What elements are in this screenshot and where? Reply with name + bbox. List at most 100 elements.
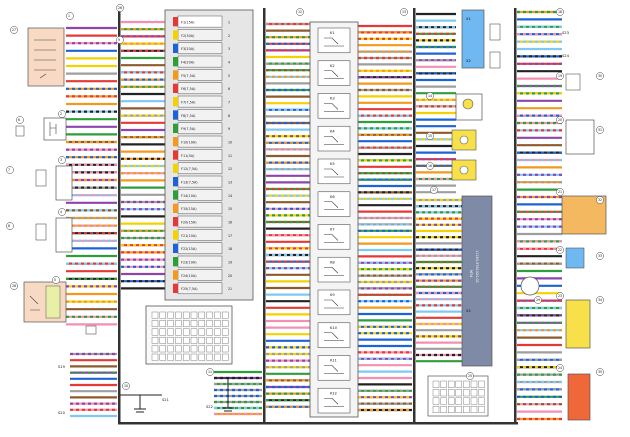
circled-number-ring [556,72,564,80]
circled-number-text: 26 [118,6,122,10]
right-components: X1 X2 M74 11183-3761020-02 X2 [427,9,607,421]
bus-bar-bottom [118,422,518,425]
fuse-slot [167,345,174,353]
relay: K4 [317,125,351,152]
small-connector-left-2 [35,169,47,187]
relay-contact [324,332,344,342]
fuse-color-tab [173,163,178,173]
circled-number-ring [10,282,18,290]
relay-column-body [309,21,359,418]
connector-pin [432,397,440,405]
fuse-label: F8(7,5A) [181,114,196,118]
relay: K1 [317,27,351,54]
fuse-color-tab [173,257,178,267]
component-far-right-1 [565,73,581,91]
fuse-label: F6(7,5A) [181,87,196,91]
circled-number: 28 [10,282,18,290]
fuse-slot [182,337,190,344]
sensor-round [520,276,540,296]
fuse-slot [175,353,182,361]
circled-number: 34 [596,296,604,304]
fuse: F24(10A)20 [173,269,232,281]
circled-number-text: 8 [8,224,10,228]
fuse-color-tab [173,230,178,240]
fuse: F4(20A)4 [173,55,230,68]
fuse-label: F7(7,5A) [181,100,196,104]
fuse-slot [198,337,206,344]
left-components [15,27,97,335]
circled-number-ring [58,156,66,164]
fuse-slot [182,311,190,319]
fuse-slot [167,311,174,319]
fuse-slot [214,328,221,336]
fuse-pin: 8 [228,114,230,118]
circled-number: 12 [296,8,304,16]
fuse-slot [182,345,190,353]
relay-label: K1 [330,31,335,35]
fuse-slot [159,337,167,344]
circled-number-text: 19 [558,74,562,78]
connector-pin [448,389,455,397]
fuse: F9(7,5A)9 [173,122,230,135]
fuse: F14(10A)14 [173,189,232,201]
fuse-color-tab [173,150,178,160]
circled-number: 8 [6,222,14,230]
component-far-right-5-yellow [565,299,591,349]
circled-number: 21 [556,188,564,196]
fuse-color-tab [173,190,178,200]
circled-number-text: 11 [208,370,212,374]
circled-number: 16 [426,162,434,170]
fuse-pin: 16 [228,220,232,224]
circled-number-text: 2 [60,112,62,116]
fuse: F3(20A)3 [173,42,230,55]
circled-number-text: 23 [558,294,562,298]
fuse-slot [221,328,229,336]
relay: K2 [317,60,351,86]
relay: K10 [317,322,351,348]
fuse-color-tab [173,243,178,253]
circled-number: 5 [52,276,60,284]
circled-number-text: 18 [558,10,562,14]
fuse-slot [214,337,221,344]
connector-x1-label: X1 [466,17,471,21]
relay-label: K8 [330,260,335,264]
bus-bar-fuse-right [263,8,266,424]
connector-pin [448,397,455,405]
fuse-pin: 6 [228,87,230,91]
circled-number-ring [426,132,434,140]
fuse-slot [159,345,167,353]
fuse-color-tab [173,97,178,107]
relay: K12 [317,387,351,414]
fuse-color-tab [173,283,178,293]
fuse-slot [151,337,159,344]
circled-number: 31 [596,126,604,134]
connector-pin [478,380,485,388]
circled-number-ring [556,116,564,124]
circled-number-text: 4 [60,210,62,214]
fuse-slot [151,320,159,327]
circled-number-ring [556,292,564,300]
fuse-slot [159,320,167,327]
fuse-color-tab [173,17,178,27]
circled-number-text: 27 [12,28,16,32]
fuse: F6(7,5A) 6 [173,82,230,95]
fuse-pin: 3 [228,47,230,51]
fuse-label: F24(10A) [181,274,197,278]
relay-label: K5 [330,162,335,166]
lamp-3 [459,165,469,175]
lamp-1 [462,98,474,110]
fuse-slot [182,353,190,361]
fuse-slot [221,345,229,353]
circled-number-text: 15 [428,134,432,138]
fuse-block: F1(15A)1F2(30A)2F3(20A)3F4(20A)4F5(7,5A)… [164,9,254,301]
relay-contact [324,103,344,112]
relay: K11 [317,355,351,381]
connector-pin [448,380,455,388]
relay-label: K9 [330,293,335,297]
circled-number-ring [556,188,564,196]
fuse-slot [206,345,213,353]
module-m74 [461,195,493,367]
connector-pin [448,406,455,414]
circled-number-text: 31 [598,128,602,132]
connector-x2-label: X2 [466,59,471,63]
